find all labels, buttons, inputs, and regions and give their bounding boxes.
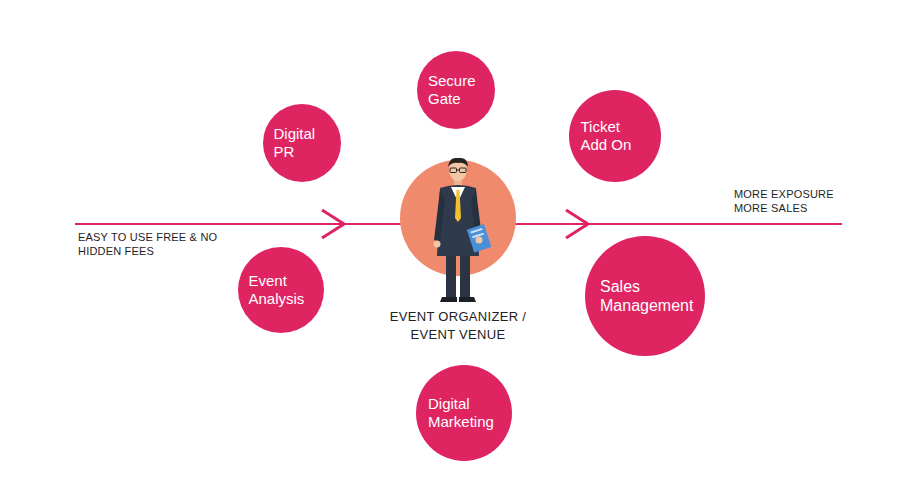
arrow-chevron [322, 210, 344, 238]
note-label: EASY TO USE FREE & NO HIDDEN FEES [78, 230, 228, 259]
feature-circle: Ticket Add On [569, 90, 661, 182]
circle-label: Ticket Add On [581, 118, 650, 154]
note-label: MORE EXPOSURE MORE SALES [734, 187, 846, 216]
feature-circle: Digital PR [263, 104, 341, 182]
node-label: EVENT ORGANIZER / EVENT VENUE [383, 308, 533, 343]
circle-label: Event Analysis [249, 272, 314, 308]
circle-label: Sales Management [600, 277, 690, 315]
organizer-figure [358, 158, 558, 304]
organizer-node: EVENT ORGANIZER / EVENT VENUE [358, 158, 558, 343]
circle-label: Digital PR [274, 125, 331, 161]
arrow-chevron [566, 210, 588, 238]
feature-circle: Secure Gate [417, 51, 495, 129]
feature-circle: Event Analysis [238, 247, 324, 333]
circle-label: Digital Marketing [428, 395, 500, 431]
feature-circle: Sales Management [585, 236, 705, 356]
circle-label: Secure Gate [428, 72, 484, 108]
feature-circle: Digital Marketing [416, 365, 512, 461]
